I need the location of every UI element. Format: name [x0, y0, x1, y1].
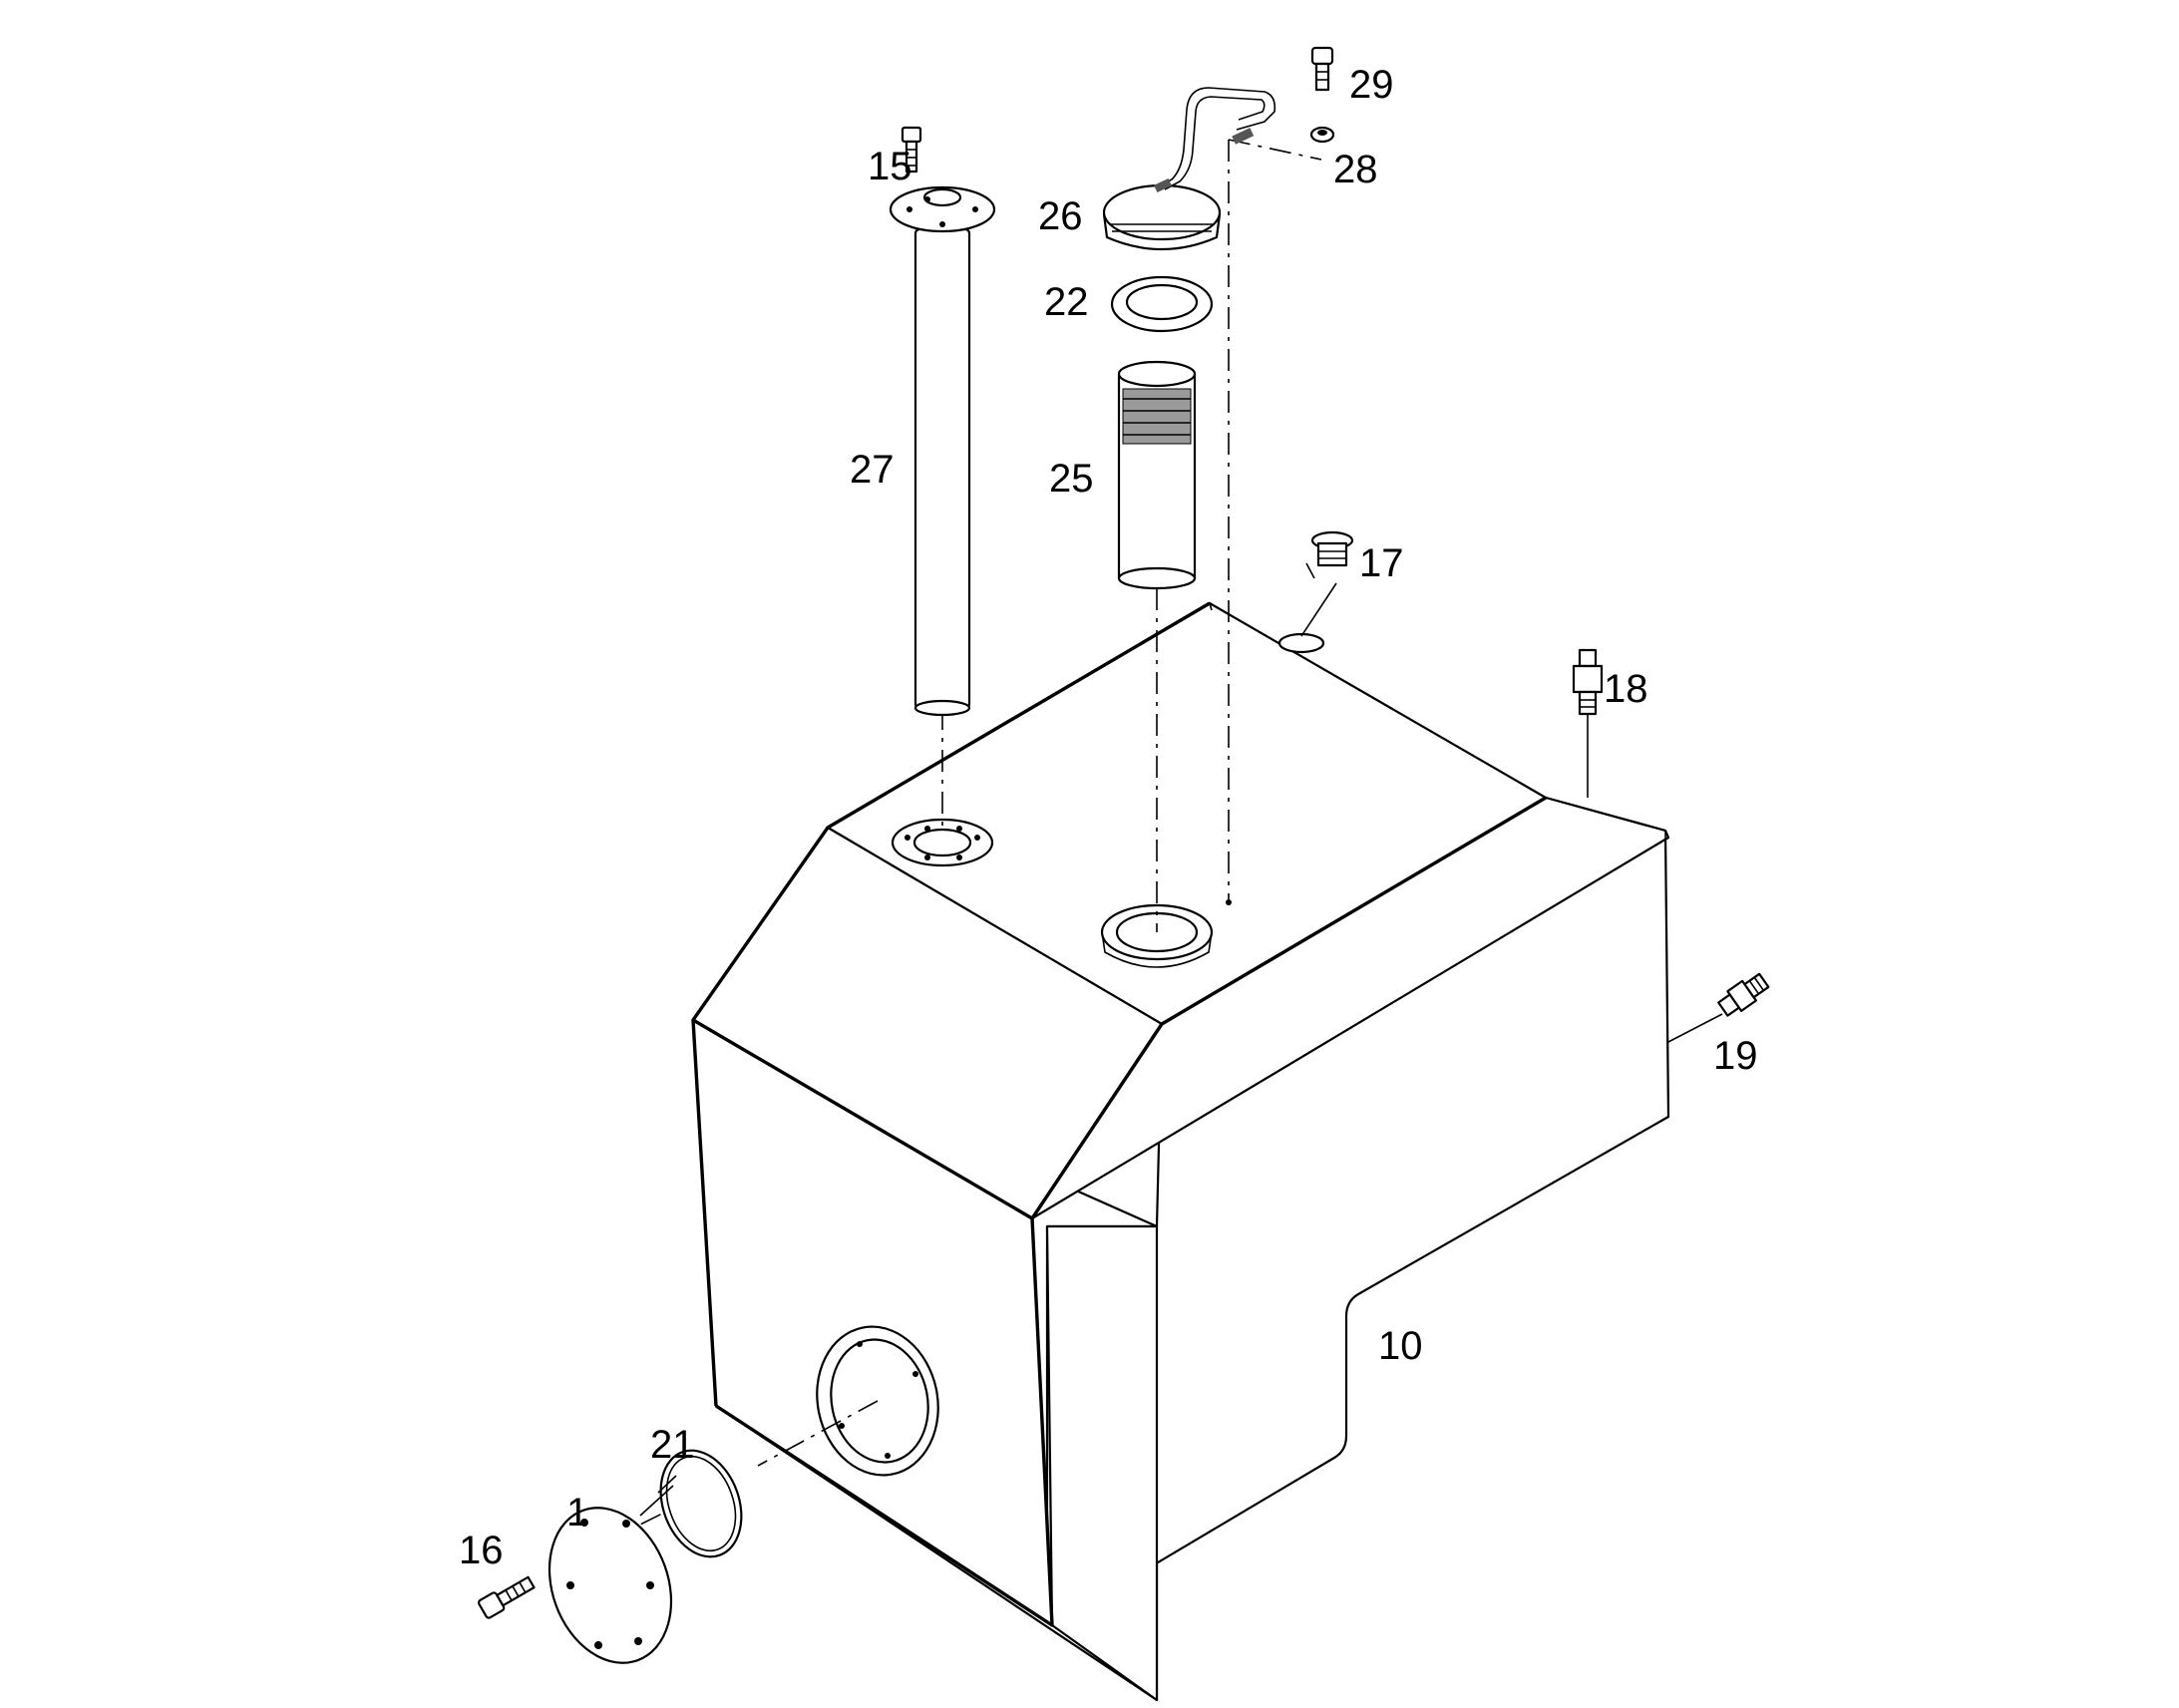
callout-17: 17 — [1359, 541, 1404, 585]
fuel-tank-body — [691, 601, 1670, 1702]
tether-clip-bolt — [1232, 128, 1255, 145]
tether-bolt — [1310, 46, 1334, 92]
cap-tether-cable — [1156, 87, 1276, 188]
callout-19: 19 — [1713, 1034, 1758, 1078]
callout-26: 26 — [1038, 194, 1083, 238]
plug-boss — [1277, 632, 1325, 654]
cover-o-ring — [659, 1449, 743, 1558]
tank-top-inner-edge — [827, 827, 1163, 1025]
callout-16: 16 — [459, 1529, 504, 1572]
filler-strainer — [1117, 360, 1197, 590]
callout-18: 18 — [1604, 667, 1648, 711]
sender-bolt — [901, 126, 922, 173]
callout-labels: 1 10 15 16 17 18 19 21 22 25 26 27 28 29 — [459, 63, 1758, 1572]
tank-right-outline — [1357, 830, 1669, 1295]
callout-22: 22 — [1044, 280, 1089, 324]
filler-cap — [1102, 183, 1222, 251]
callout-15: 15 — [868, 145, 912, 188]
tank-outline-front-edge — [692, 1018, 1054, 1627]
tank-top-corner — [1209, 602, 1213, 611]
fitting-18 — [1572, 648, 1604, 716]
tether-nut — [1309, 126, 1335, 144]
fitting-19 — [1717, 972, 1770, 1017]
filler-gasket — [1110, 275, 1214, 333]
callout-28: 28 — [1333, 148, 1378, 191]
tank-top-back-edge — [1209, 602, 1666, 832]
drain-plug-top — [1310, 530, 1354, 567]
level-sender-tube — [889, 185, 996, 717]
callout-27: 27 — [850, 448, 895, 492]
tether-clip-cap — [1154, 177, 1172, 193]
callout-1: 1 — [566, 1491, 588, 1535]
callout-25: 25 — [1049, 457, 1094, 501]
leader-lines — [639, 562, 1723, 1517]
callout-10: 10 — [1378, 1324, 1423, 1368]
callout-21: 21 — [650, 1423, 695, 1467]
sender-port-flange — [891, 818, 994, 867]
cleanout-cover-plate — [547, 1507, 673, 1664]
cap-tether-cable-inner — [1164, 96, 1266, 190]
cover-bolt — [478, 1575, 536, 1619]
tank-right-lower-face — [1045, 1224, 1159, 1702]
callout-29: 29 — [1349, 63, 1394, 107]
tank-outline-left — [691, 601, 1211, 1407]
